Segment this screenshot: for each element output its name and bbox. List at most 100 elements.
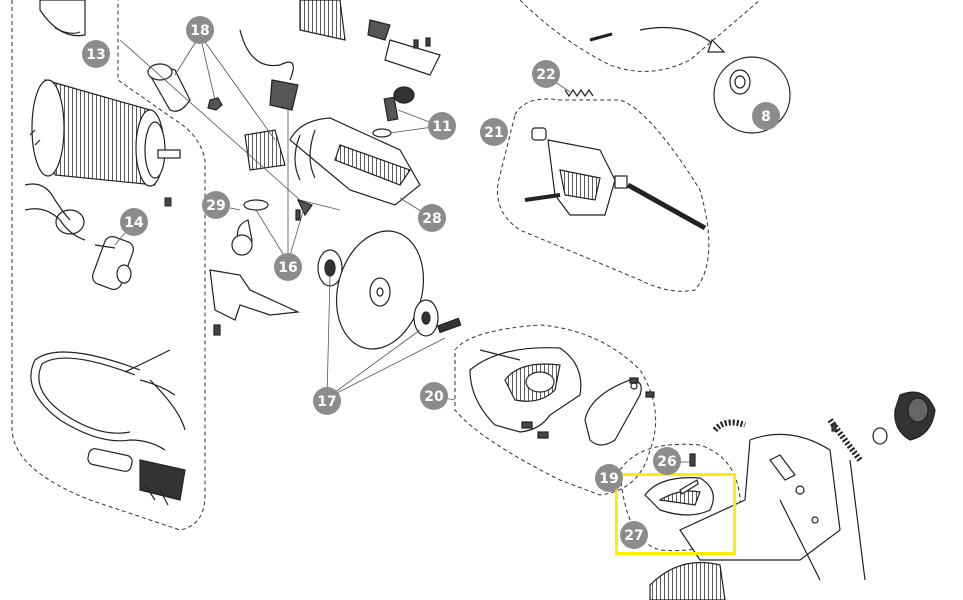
bottom-part xyxy=(649,561,726,600)
top-connector xyxy=(367,19,391,41)
part-11-28 xyxy=(289,86,421,206)
deflector-plate xyxy=(209,269,301,321)
badge-29: 29 xyxy=(202,191,230,219)
group-21-parts xyxy=(524,88,707,231)
blade-assembly xyxy=(317,230,462,350)
screw-16 xyxy=(295,209,301,221)
rod-21 xyxy=(626,182,707,231)
badge-13: 13 xyxy=(82,40,110,68)
bulb-glass xyxy=(231,234,253,256)
badge-21-circle xyxy=(480,118,508,146)
blade-center xyxy=(376,287,384,297)
knob-11-stem xyxy=(383,96,399,122)
top-bracket xyxy=(299,0,346,41)
badge-14-circle xyxy=(120,208,148,236)
lamp-holder-cap xyxy=(147,63,173,81)
screw-top-1 xyxy=(413,39,419,49)
badge-27: 27 xyxy=(620,521,648,549)
motor-foot xyxy=(29,129,41,146)
base-hole-2 xyxy=(811,516,819,524)
badge-26-circle xyxy=(653,447,681,475)
nut-21 xyxy=(614,175,628,189)
badge-11: 11 xyxy=(428,112,456,140)
badge-8-circle xyxy=(752,102,780,130)
screw-19-2 xyxy=(645,391,655,398)
badge-21: 21 xyxy=(480,118,508,146)
washer-right xyxy=(872,427,888,445)
badge-22: 22 xyxy=(532,60,560,88)
badge-14-label: 14 xyxy=(124,215,144,231)
highlight-box-27 xyxy=(615,473,736,555)
badge-22-label: 22 xyxy=(536,67,555,83)
badge-17-label: 17 xyxy=(317,394,336,410)
badge-28-label: 28 xyxy=(422,211,441,227)
screw-right-1 xyxy=(831,423,837,432)
arm-28-tube xyxy=(294,129,316,181)
top-fittings xyxy=(299,0,613,76)
bushing-21 xyxy=(531,127,547,141)
lamp-connector xyxy=(269,79,299,111)
screw-top-left xyxy=(589,32,613,42)
capacitor-end xyxy=(116,264,132,284)
bearing-8-inner xyxy=(734,75,746,89)
flange-right-hub xyxy=(421,311,431,325)
clip-16 xyxy=(296,198,313,217)
part-26-27 xyxy=(644,453,714,516)
capacitor-lead xyxy=(94,244,116,249)
screw-guard-1 xyxy=(521,421,533,429)
base-slot xyxy=(769,454,796,481)
cord-sleeve xyxy=(87,448,133,472)
badge-18-circle xyxy=(186,16,214,44)
cover-19 xyxy=(584,379,642,446)
badge-11-circle xyxy=(428,112,456,140)
badge-28-circle xyxy=(418,204,446,232)
deflector-bracket xyxy=(209,269,301,336)
badge-11-label: 11 xyxy=(432,119,451,135)
knob-right-cap xyxy=(907,397,929,423)
badge-20-circle xyxy=(420,382,448,410)
top-plate xyxy=(384,39,441,76)
cover-19-hole xyxy=(630,382,638,390)
badge-29-circle xyxy=(202,191,230,219)
outline-group-21 xyxy=(497,98,710,292)
guard-rod xyxy=(479,349,521,361)
badge-17: 17 xyxy=(313,387,341,415)
motor-shaft xyxy=(157,149,181,159)
callout-badges: 13 18 22 8 11 21 29 28 xyxy=(82,16,780,549)
badge-28: 28 xyxy=(418,204,446,232)
knob-11 xyxy=(393,86,415,104)
badge-16: 16 xyxy=(274,253,302,281)
detail-arrowhead xyxy=(707,38,726,53)
outline-top-right-group xyxy=(519,0,761,72)
cord-loop-inner xyxy=(38,357,136,434)
blade-bolt xyxy=(436,317,462,334)
capacitor-wire-upper xyxy=(24,183,71,221)
power-cord-assembly xyxy=(30,349,186,506)
part-19 xyxy=(584,377,655,446)
badge-8-label: 8 xyxy=(761,109,771,125)
lamp-cable xyxy=(239,29,294,81)
badge-27-circle xyxy=(620,521,648,549)
motor-endcap-left xyxy=(31,79,65,177)
leader-17-b xyxy=(326,329,421,399)
badge-18-label: 18 xyxy=(190,23,209,39)
badge-14: 14 xyxy=(120,208,148,236)
plug-prongs xyxy=(144,484,169,506)
leader-cord xyxy=(119,39,341,211)
motor-assembly xyxy=(29,79,181,187)
badge-13-circle xyxy=(82,40,110,68)
badge-8: 8 xyxy=(752,102,780,130)
plate-27-slot xyxy=(679,479,699,495)
badge-17-circle xyxy=(313,387,341,415)
badge-16-label: 16 xyxy=(278,260,297,276)
screw-guard-2 xyxy=(537,431,549,439)
badge-19-label: 19 xyxy=(599,471,618,487)
capacitor-wire-lower xyxy=(24,208,86,241)
bolt-21 xyxy=(524,193,561,202)
scale-arc-left xyxy=(712,419,746,433)
base-plate xyxy=(679,433,841,561)
bracket-18 xyxy=(244,129,286,171)
part-13-body xyxy=(39,0,86,37)
washer-11 xyxy=(372,128,392,138)
outline-left-group xyxy=(11,0,206,531)
